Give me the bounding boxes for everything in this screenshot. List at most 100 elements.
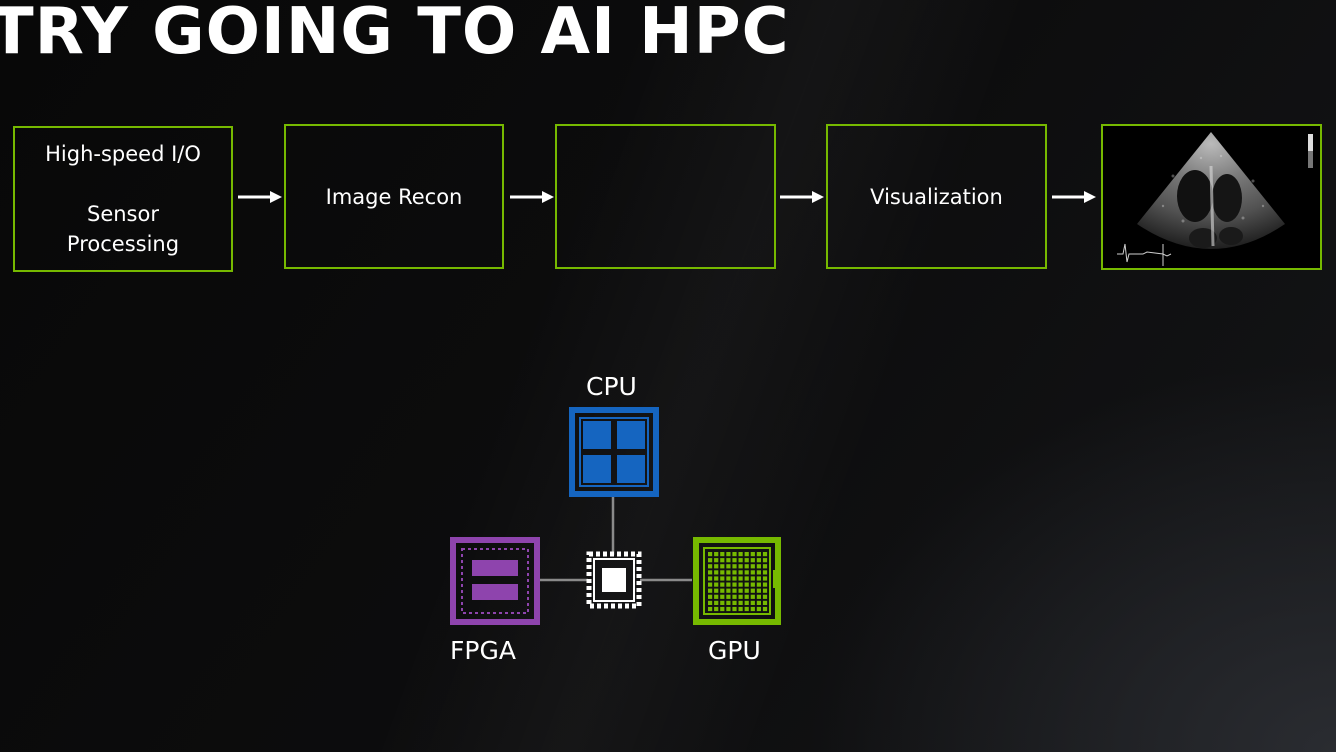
stage-image-recon-label: Image Recon [325,184,463,209]
gpu-core-cell [750,558,755,563]
fpga-icon [450,537,540,625]
gpu-core-cell [762,576,768,581]
processor-diagram [450,407,781,625]
gpu-core-cell [744,570,749,575]
gpu-icon [693,537,781,625]
gpu-core-cell [714,564,719,569]
gpu-core-cell [726,582,731,587]
gpu-core-cell [714,558,719,563]
gpu-core-cell [708,594,713,599]
gpu-core-cell [726,552,731,557]
gpu-core-cell [750,576,755,581]
gpu-core-cell [714,582,719,587]
gpu-core-cell [756,558,761,563]
gpu-core-cell [744,558,749,563]
gpu-core-cell [732,564,737,569]
gpu-core-cell [744,600,749,605]
gpu-core-cell [720,600,725,605]
gpu-core-cell [714,600,719,605]
gpu-core-cell [750,588,755,593]
stage-sensor-line2: Sensor [87,202,159,226]
gpu-core-cell [732,600,737,605]
gpu-core-cell [750,564,755,569]
stage-sensor-processing: High-speed I/O Sensor Processing [13,126,233,272]
gpu-core-cell [762,558,768,563]
gpu-core-cell [726,600,731,605]
gpu-core-cell [762,552,768,557]
gpu-core-cell [726,558,731,563]
stage-sensor-line1: High-speed I/O [45,142,201,166]
gpu-core-cell [714,606,719,612]
gpu-core-cell [726,570,731,575]
gpu-core-cell [708,582,713,587]
gpu-core-cell [756,600,761,605]
gpu-core-cell [720,552,725,557]
gpu-core-cell [738,570,743,575]
gpu-core-cell [744,588,749,593]
gpu-core-cell [762,564,768,569]
gpu-core-cell [756,582,761,587]
gpu-core-cell [714,588,719,593]
gpu-core-cell [756,588,761,593]
gpu-core-cell [738,558,743,563]
gpu-core-cell [720,582,725,587]
gpu-core-cell [756,594,761,599]
gpu-core-cell [756,606,761,612]
gpu-core-cell [714,552,719,557]
gpu-core-cell [720,594,725,599]
ultrasound-image [1101,124,1322,270]
gpu-core-cell [708,558,713,563]
arrow-1-icon [238,191,282,203]
gpu-core-cell [750,582,755,587]
gpu-core-cell [720,558,725,563]
gpu-core-cell [720,564,725,569]
gpu-core-cell [720,570,725,575]
gpu-core-cell [744,552,749,557]
gpu-core-cell [732,570,737,575]
gpu-core-cell [738,588,743,593]
cpu-icon [569,407,659,497]
gpu-core-cell [750,570,755,575]
stage-image-recon: Image Recon [284,124,504,269]
gpu-core-cell [762,582,768,587]
gpu-core-cell [708,606,713,612]
gpu-core-cell [738,600,743,605]
gpu-core-cell [756,564,761,569]
gpu-core-cell [750,606,755,612]
gpu-core-cell [762,594,768,599]
gpu-core-cell [738,582,743,587]
ultrasound-image-icon [1103,126,1320,268]
stage-sensor-line3: Processing [66,232,180,256]
gpu-core-cell [732,588,737,593]
gpu-core-cell [708,564,713,569]
stage-visualization-label: Visualization [870,184,1003,209]
gpu-core-cell [732,552,737,557]
gpu-core-cell [762,606,768,612]
gpu-core-cell [738,594,743,599]
cpu-label: CPU [586,372,637,401]
gpu-core-cell [744,564,749,569]
gpu-core-cell [744,582,749,587]
gpu-core-cell [726,594,731,599]
gpu-core-cell [738,576,743,581]
chip-icon [586,551,642,609]
gpu-core-cell [732,558,737,563]
slide-title: TRY GOING TO AI HPC [0,0,790,69]
gpu-core-cell [720,588,725,593]
gpu-core-cell [756,576,761,581]
gpu-core-cell [726,564,731,569]
gpu-core-cell [744,594,749,599]
fpga-label: FPGA [450,636,516,665]
gpu-core-cell [738,606,743,612]
gpu-core-cell [744,606,749,612]
stage-visualization: Visualization [826,124,1047,269]
gpu-core-cell [726,606,731,612]
gpu-core-cell [762,588,768,593]
gpu-core-cell [714,594,719,599]
gpu-core-cell [750,552,755,557]
gpu-core-cell [732,606,737,612]
gpu-core-cell [720,606,725,612]
gpu-core-cell [732,594,737,599]
gpu-core-cell [708,552,713,557]
